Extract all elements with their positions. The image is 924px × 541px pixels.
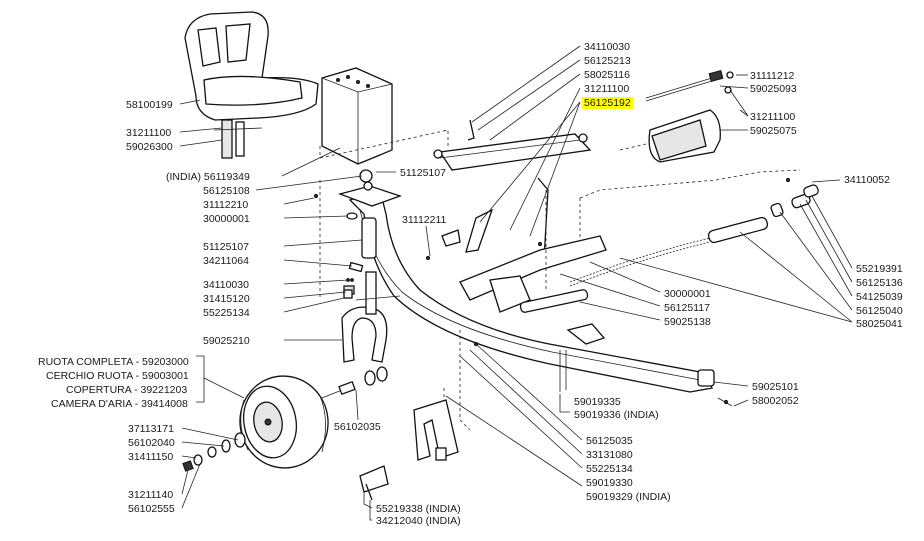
label-56119349-india: (INDIA) 56119349	[166, 171, 250, 183]
label-31211140: 31211140	[128, 489, 174, 501]
label-59025101: 59025101	[752, 381, 799, 393]
label-30000001-left: 30000001	[203, 213, 250, 225]
label-31111212: 31111212	[750, 70, 795, 82]
label-37113171: 37113171	[128, 423, 174, 435]
label-31211100-top: 31211100	[584, 83, 630, 95]
label-51125107-left: 51125107	[203, 241, 249, 253]
label-cerchio-ruota: CERCHIO RUOTA - 59003001	[46, 370, 189, 382]
label-56125213: 56125213	[584, 55, 631, 67]
label-31211100-left: 31211100	[126, 127, 172, 139]
label-59025138: 59025138	[664, 316, 711, 328]
label-31211100-right: 31211100	[750, 111, 796, 123]
grip-part	[359, 465, 389, 493]
housing-cover	[648, 109, 721, 163]
label-56125108: 56125108	[203, 185, 250, 197]
seat-bracket-drawing	[321, 67, 393, 165]
label-59025210: 59025210	[203, 335, 250, 347]
label-56102555: 56102555	[128, 503, 175, 515]
upper-right-rod	[645, 69, 734, 102]
label-59026300: 59026300	[126, 141, 173, 153]
label-58025116: 58025116	[584, 69, 630, 81]
label-33131080: 33131080	[586, 449, 633, 461]
label-34110030-top: 34110030	[584, 41, 630, 53]
dashed-assembly-lines	[319, 129, 801, 431]
label-56125035: 56125035	[586, 435, 633, 447]
small-parts	[313, 169, 729, 501]
label-ruota-completa: RUOTA COMPLETA - 59203000	[38, 356, 189, 368]
label-31112210: 31112210	[203, 199, 249, 211]
label-56102040: 56102040	[128, 437, 175, 449]
front-wheel	[239, 375, 329, 469]
end-fittings-right	[770, 177, 819, 218]
label-59025075: 59025075	[750, 125, 797, 137]
label-59019329-india: 59019329 (INDIA)	[586, 491, 671, 503]
lever-mechanism	[441, 208, 607, 313]
label-31415120: 31415120	[203, 293, 250, 305]
label-55219338-india: 55219338 (INDIA)	[376, 503, 461, 515]
label-31112211: 31112211	[402, 214, 447, 226]
label-camera-daria: CAMERA D'ARIA - 39414008	[51, 398, 188, 410]
label-34110030-left: 34110030	[203, 279, 249, 291]
label-59019330: 59019330	[586, 477, 633, 489]
triangle-stand	[413, 399, 459, 461]
label-34212040-india: 34212040 (INDIA)	[376, 515, 461, 527]
label-58025041: 58025041	[856, 318, 903, 330]
label-51125107-top: 51125107	[400, 167, 446, 179]
spring-rod	[519, 216, 769, 313]
label-56125192-highlighted[interactable]: 56125192	[582, 97, 633, 109]
label-34110052: 34110052	[844, 174, 890, 186]
label-34211064: 34211064	[203, 255, 249, 267]
label-copertura: COPERTURA - 39221203	[66, 384, 188, 396]
label-56102035: 56102035	[334, 421, 381, 433]
label-55225134-left: 55225134	[203, 307, 250, 319]
label-58002052: 58002052	[752, 395, 799, 407]
label-58100199: 58100199	[126, 99, 173, 111]
label-59019335: 59019335	[574, 396, 621, 408]
axle-hardware	[182, 366, 388, 472]
label-55219391: 55219391	[856, 263, 903, 275]
main-frame	[337, 185, 714, 393]
label-56125040: 56125040	[856, 305, 903, 317]
label-31411150: 31411150	[128, 451, 174, 463]
label-56125136: 56125136	[856, 277, 903, 289]
leader-lines	[179, 45, 853, 521]
label-30000001-right: 30000001	[664, 288, 711, 300]
label-55225134-bottom: 55225134	[586, 463, 633, 475]
seat-drawing	[184, 11, 319, 159]
label-59025093: 59025093	[750, 83, 797, 95]
label-56125117: 56125117	[664, 302, 710, 314]
label-54125039: 54125039	[856, 291, 903, 303]
label-59019336-india: 59019336 (INDIA)	[574, 409, 659, 421]
